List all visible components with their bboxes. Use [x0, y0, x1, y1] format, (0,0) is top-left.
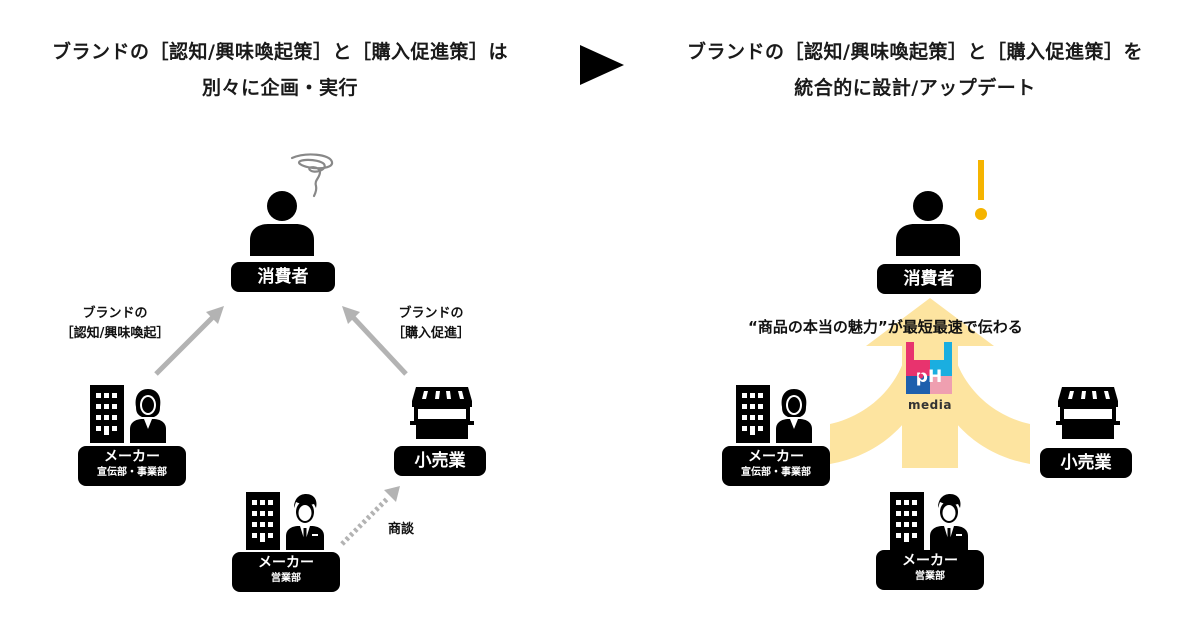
deal-arrow-icon [340, 486, 400, 546]
maker-marketing-icon [90, 385, 166, 443]
building-icon [890, 492, 924, 550]
maker-sales-icon [246, 492, 324, 550]
consumer-label-text: 消費者 [903, 269, 955, 289]
awareness-arrow-icon [154, 306, 224, 376]
consumer-label: 消費者 [877, 264, 981, 294]
maker-sales-title: メーカー [258, 555, 314, 571]
purchase-annotation: ブランドの ［購入促進］ [376, 304, 486, 344]
tagline: “商品の本当の魅力”が最短最速で伝わる [748, 318, 1023, 336]
right-heading: ブランドの［認知/興味喚起策］と［購入促進策］を 統合的に設計/アップデート [630, 34, 1200, 106]
storefront-icon [410, 387, 474, 439]
retailer-label: 小売業 [1040, 448, 1132, 478]
maker-sales-label: メーカー 営業部 [876, 550, 984, 590]
purchase-annotation-line2: ［購入促進］ [391, 326, 470, 341]
maker-sales-icon [890, 492, 968, 550]
retailer-label-text: 小売業 [414, 451, 466, 471]
right-heading-line1: ブランドの［認知/興味喚起策］と［購入促進策］を [687, 41, 1143, 63]
right-heading-line2: 統合的に設計/アップデート [794, 77, 1036, 99]
maker-sales-title: メーカー [902, 553, 958, 569]
consumer-label: 消費者 [231, 262, 335, 292]
logo-text: media [908, 398, 952, 412]
businessman-icon [286, 494, 324, 550]
maker-marketing-title: メーカー [104, 449, 160, 465]
businesswoman-icon [130, 389, 166, 443]
businessman-icon [930, 494, 968, 550]
purchase-arrow-icon [342, 306, 408, 376]
maker-marketing-dept: 宣伝部・事業部 [97, 467, 167, 478]
deal-annotation: 商談 [388, 522, 415, 537]
consumer-person-icon [896, 191, 960, 256]
purchase-annotation-line1: ブランドの [398, 306, 464, 321]
businesswoman-icon [776, 389, 812, 443]
consumer-label-text: 消費者 [257, 267, 309, 287]
left-heading: ブランドの［認知/興味喚起策］と［購入促進策］は 別々に企画・実行 [0, 34, 560, 106]
maker-sales-label: メーカー 営業部 [232, 552, 340, 592]
left-heading-line1: ブランドの［認知/興味喚起策］と［購入促進策］は [52, 41, 508, 63]
building-icon [736, 385, 770, 443]
awareness-annotation: ブランドの ［認知/興味喚起］ [40, 304, 190, 344]
left-heading-line2: 別々に企画・実行 [201, 77, 358, 99]
retailer-label-text: 小売業 [1060, 453, 1112, 473]
ph-media-logo-icon: pH [906, 342, 952, 394]
awareness-annotation-line1: ブランドの [82, 306, 148, 321]
maker-marketing-dept: 宣伝部・事業部 [741, 467, 811, 478]
maker-marketing-icon [736, 385, 812, 443]
maker-marketing-label: メーカー 宣伝部・事業部 [722, 446, 830, 486]
maker-sales-dept: 営業部 [915, 571, 945, 582]
swirl-icon [290, 153, 334, 198]
consumer-person-icon [250, 191, 314, 256]
transition-arrow-icon [580, 45, 624, 85]
maker-sales-dept: 営業部 [271, 573, 301, 584]
retailer-label: 小売業 [394, 446, 486, 476]
building-icon [90, 385, 124, 443]
storefront-icon [1056, 387, 1120, 439]
exclamation-icon [975, 160, 987, 220]
maker-marketing-title: メーカー [748, 449, 804, 465]
building-icon [246, 492, 280, 550]
awareness-annotation-line2: ［認知/興味喚起］ [60, 326, 170, 341]
maker-marketing-label: メーカー 宣伝部・事業部 [78, 446, 186, 486]
ph-glyph: pH [916, 367, 942, 387]
